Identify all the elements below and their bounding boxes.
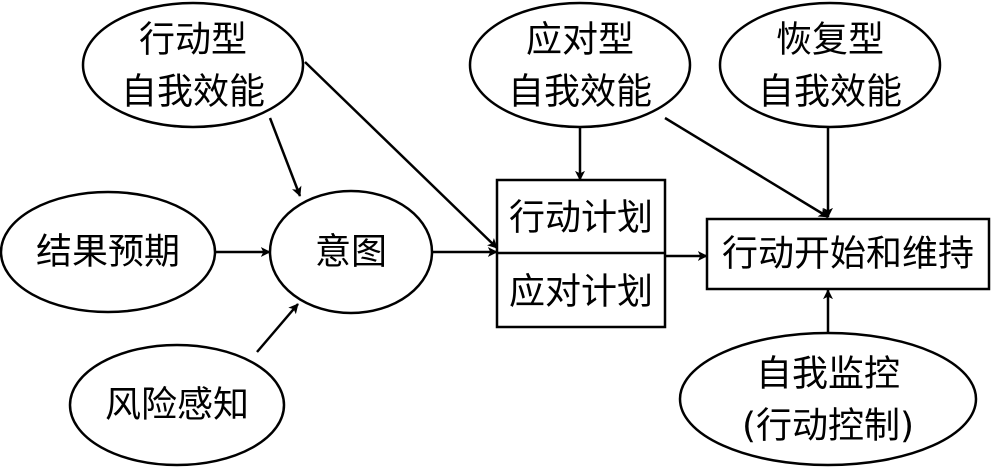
node-outcome-expectancy: 结果预期 (0, 190, 217, 314)
coping-self-efficacy-line2: 自我效能 (508, 72, 652, 113)
recovery-self-efficacy-line1: 恢复型 (776, 20, 884, 61)
coping-planning-label: 应对计划 (509, 272, 653, 313)
node-self-monitoring: 自我监控 (行动控制) (678, 331, 978, 467)
node-recovery-self-efficacy: 恢复型 自我效能 (718, 1, 942, 129)
coping-self-efficacy-line1: 应对型 (526, 20, 634, 61)
arrow-action-efficacy-to-intention (268, 117, 302, 197)
self-monitoring-line2: (行动控制) (742, 406, 914, 447)
node-planning-box: 行动计划 应对计划 (495, 178, 667, 329)
arrow-risk-perception-to-intention (256, 303, 299, 353)
intention-label: 意图 (315, 232, 387, 273)
node-risk-perception: 风险感知 (68, 343, 286, 467)
arrows (215, 61, 833, 353)
action-self-efficacy-line1: 行动型 (139, 20, 247, 61)
node-action-initiation: 行动开始和维持 (705, 217, 991, 291)
action-self-efficacy-line2: 自我效能 (121, 72, 265, 113)
outcome-expectancy-label: 结果预期 (36, 232, 180, 273)
arrow-action-efficacy-to-action-planning (304, 61, 498, 249)
node-intention: 意图 (268, 189, 434, 315)
self-monitoring-line1: 自我监控 (756, 354, 900, 395)
recovery-self-efficacy-line2: 自我效能 (758, 72, 902, 113)
risk-perception-label: 风险感知 (105, 385, 249, 426)
node-action-self-efficacy: 行动型 自我效能 (81, 1, 305, 129)
arrow-coping-efficacy-to-initiation (664, 116, 829, 219)
node-coping-self-efficacy: 应对型 自我效能 (468, 1, 692, 129)
action-initiation-label: 行动开始和维持 (722, 234, 974, 275)
action-planning-label: 行动计划 (509, 198, 653, 239)
